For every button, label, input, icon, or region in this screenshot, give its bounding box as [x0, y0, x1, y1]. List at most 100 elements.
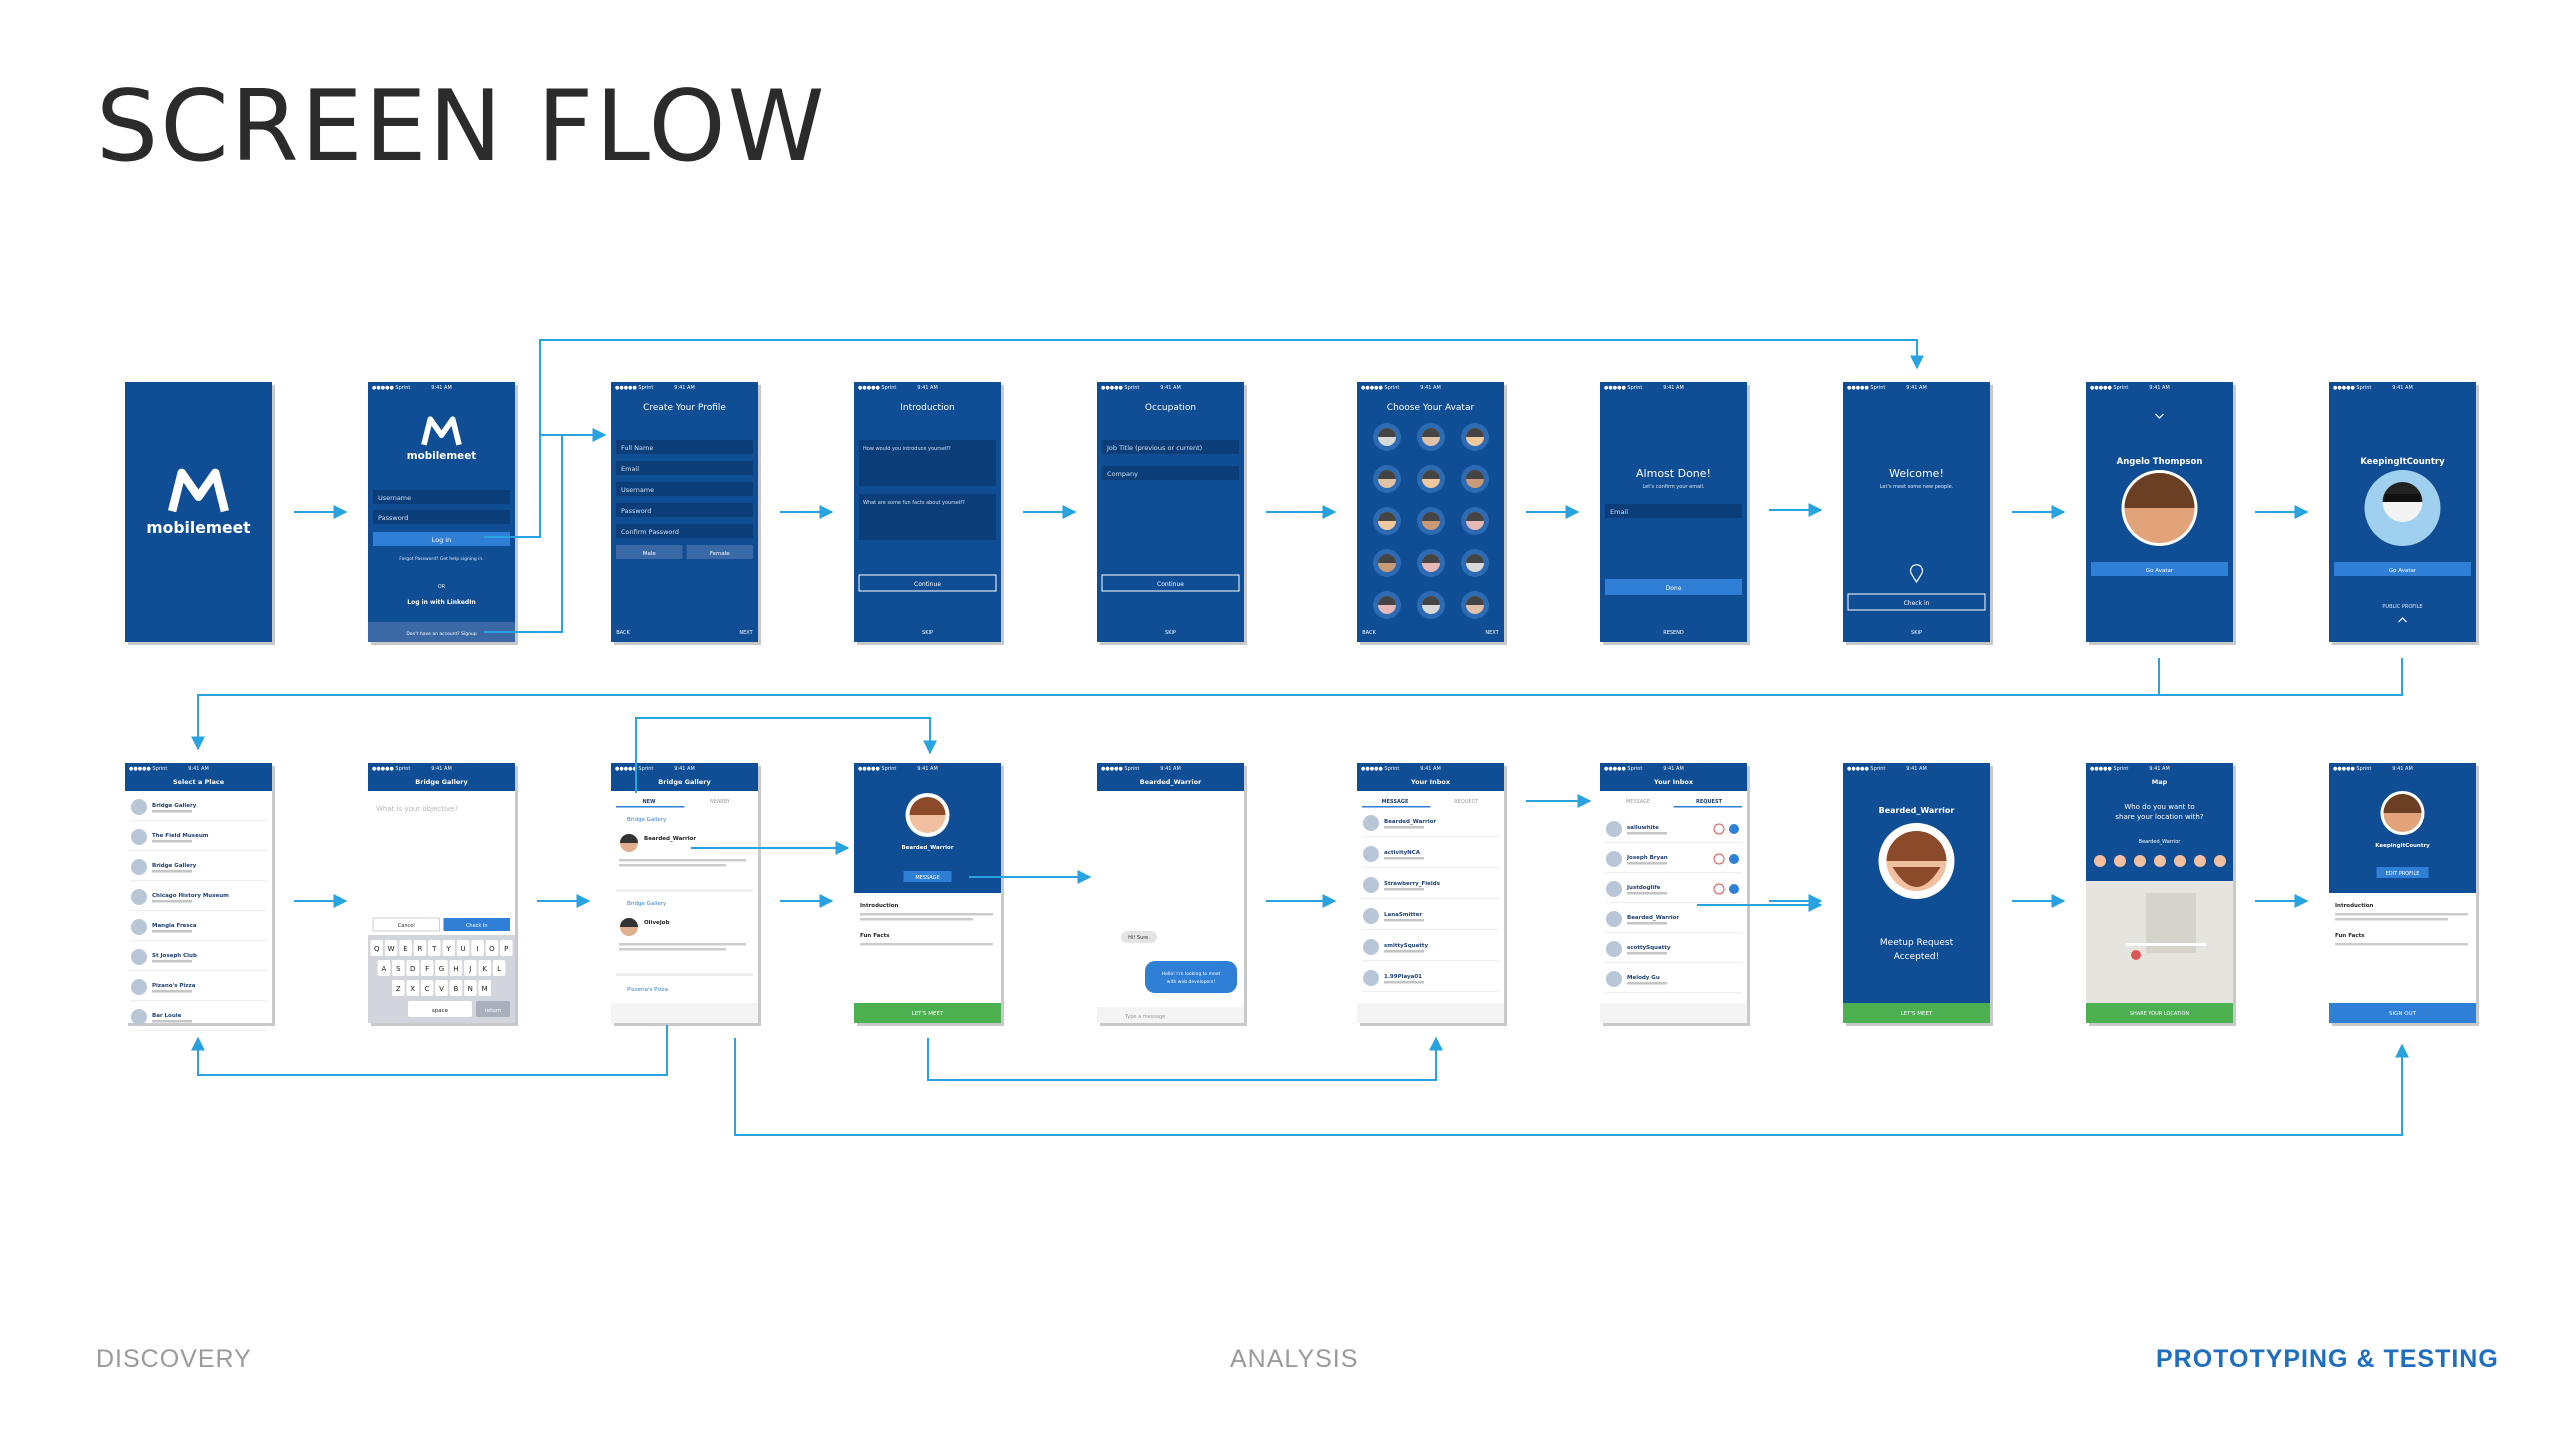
space-key[interactable]: [408, 1001, 472, 1017]
lets-meet-button[interactable]: [854, 1003, 1001, 1023]
profile-field[interactable]: [616, 524, 753, 538]
checkin-button[interactable]: [1847, 593, 1986, 611]
keyboard-key[interactable]: [420, 980, 434, 996]
keyboard-key[interactable]: [399, 940, 412, 956]
chevron-down-icon[interactable]: [2155, 413, 2164, 419]
edit-profile-button[interactable]: [2376, 867, 2429, 878]
keyboard-key[interactable]: [456, 940, 470, 956]
keyboard-key[interactable]: [370, 940, 383, 956]
contact-avatar-icon[interactable]: [2174, 855, 2186, 867]
lets-meet-button[interactable]: [1843, 1003, 1990, 1023]
keyboard-key[interactable]: [485, 940, 499, 956]
contact-avatar-icon[interactable]: [2194, 855, 2206, 867]
contact-avatar-icon[interactable]: [2214, 855, 2226, 867]
accept-icon[interactable]: [1729, 854, 1739, 864]
keyboard-key[interactable]: [478, 960, 491, 976]
keyboard-key[interactable]: [471, 940, 484, 956]
return-key[interactable]: [476, 1001, 510, 1017]
continue-button[interactable]: [1101, 574, 1240, 592]
keyboard-key[interactable]: [449, 980, 463, 996]
keyboard-key[interactable]: [420, 960, 434, 976]
keyboard-key[interactable]: [435, 980, 448, 996]
keyboard-key[interactable]: [384, 940, 398, 956]
keyboard-key[interactable]: [406, 980, 419, 996]
keyboard-key[interactable]: [500, 940, 513, 956]
accept-icon[interactable]: [1729, 824, 1739, 834]
keyboard-key[interactable]: [478, 980, 491, 996]
screen-splash[interactable]: mobilemeet: [125, 382, 275, 645]
female-option[interactable]: [686, 545, 754, 559]
keyboard-key[interactable]: [392, 960, 405, 976]
keyboard-key[interactable]: [392, 980, 405, 996]
keyboard-key[interactable]: [464, 960, 477, 976]
password-field[interactable]: [373, 510, 510, 524]
keyboard-key[interactable]: [464, 980, 477, 996]
done-button[interactable]: [1605, 579, 1742, 595]
divider: [1605, 842, 1742, 843]
keyboard-key[interactable]: [449, 960, 463, 976]
chevron-up-icon[interactable]: [2398, 617, 2407, 623]
checkin-button[interactable]: [443, 918, 511, 931]
message-button[interactable]: [903, 871, 952, 882]
contact-avatar-icon[interactable]: [2114, 855, 2126, 867]
accepted-message: Meetup Request: [1880, 938, 1954, 948]
list-avatar-icon: [131, 799, 147, 815]
contact-avatar-icon[interactable]: [2134, 855, 2146, 867]
username-field[interactable]: [373, 490, 510, 504]
male-option[interactable]: [616, 545, 683, 559]
go-avatar-button[interactable]: [2334, 562, 2471, 576]
job-field[interactable]: [1102, 440, 1239, 454]
cancel-button[interactable]: [372, 917, 440, 932]
keyboard-key[interactable]: [492, 960, 506, 976]
profile-field[interactable]: [616, 461, 753, 475]
accept-icon[interactable]: [1729, 884, 1739, 894]
email-field[interactable]: [1605, 504, 1742, 518]
company-field[interactable]: [1102, 466, 1239, 480]
intro-textarea[interactable]: [859, 440, 996, 486]
decline-icon[interactable]: [1713, 823, 1725, 835]
facts-textarea[interactable]: [859, 494, 996, 540]
message-input[interactable]: [1097, 1007, 1244, 1023]
keyboard-key[interactable]: [435, 960, 448, 976]
prompt-label: How would you introduce yourself?: [863, 446, 951, 452]
contact-avatar-icon[interactable]: [2154, 855, 2166, 867]
profile-field[interactable]: [616, 440, 753, 454]
keyboard-key[interactable]: [413, 940, 427, 956]
profile-name: Angelo Thompson: [2117, 457, 2203, 467]
field-label: Email: [1610, 508, 1628, 516]
profile-field[interactable]: [616, 503, 753, 517]
decline-icon[interactable]: [1713, 853, 1725, 865]
login-button[interactable]: [373, 532, 510, 546]
continue-button[interactable]: [858, 574, 997, 592]
profile-field[interactable]: [616, 482, 753, 496]
go-avatar-button[interactable]: [2091, 562, 2228, 576]
keyboard-key[interactable]: [406, 960, 419, 976]
decline-icon[interactable]: [1713, 883, 1725, 895]
sign-out-button[interactable]: [2329, 1003, 2476, 1023]
contact-avatar-icon[interactable]: [2094, 855, 2106, 867]
signup-bar[interactable]: [368, 622, 515, 642]
keyboard-key[interactable]: [442, 940, 455, 956]
share-location-button[interactable]: [2086, 1003, 2233, 1023]
keyboard-key[interactable]: [377, 960, 391, 976]
keyboard-key[interactable]: [428, 940, 441, 956]
